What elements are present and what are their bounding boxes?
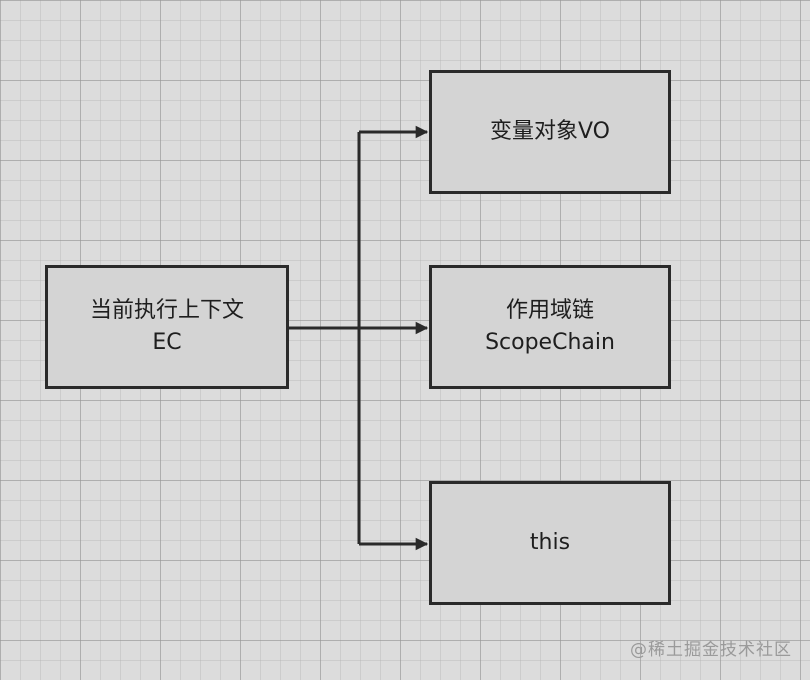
node-scope-chain: 作用域链 ScopeChain (429, 265, 671, 389)
node-this: this (429, 481, 671, 605)
node-scope-chain-line2: ScopeChain (485, 330, 615, 355)
node-execution-context-line1: 当前执行上下文 (89, 298, 244, 323)
node-variable-object-label: 变量对象VO (490, 119, 610, 144)
node-scope-chain-line1: 作用域链 (505, 298, 594, 323)
node-variable-object: 变量对象VO (429, 70, 671, 194)
node-execution-context-line2: EC (152, 330, 182, 355)
node-this-label: this (529, 530, 571, 555)
watermark: @稀土掘金技术社区 (630, 640, 792, 660)
node-execution-context: 当前执行上下文 EC (45, 265, 289, 389)
